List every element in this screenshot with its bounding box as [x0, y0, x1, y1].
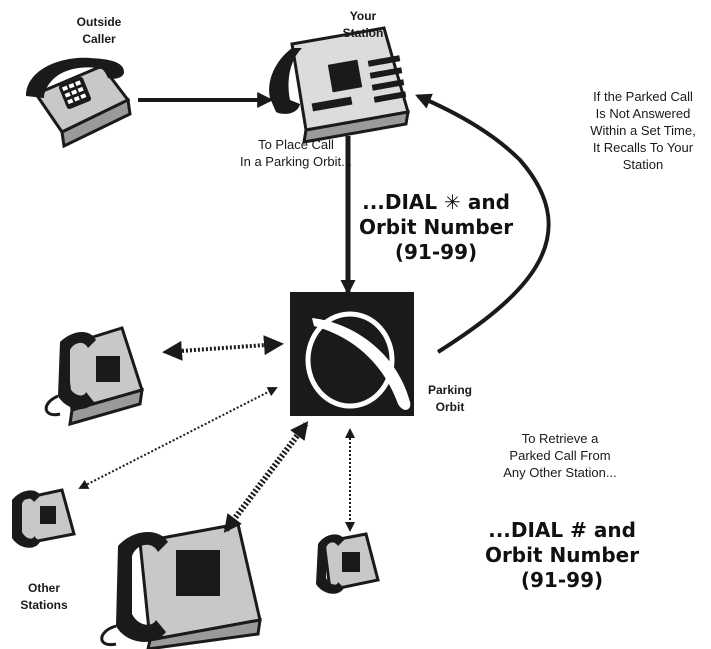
- recall-label: If the Parked Call Is Not Answered Withi…: [590, 89, 696, 172]
- desk-phone-icon: [100, 522, 262, 649]
- place-call-label: To Place Call In a Parking Orbit...: [240, 137, 352, 169]
- desk-phone-icon: [12, 488, 76, 548]
- feature-phone-icon: [269, 26, 410, 144]
- desk-phone-icon: [316, 532, 380, 594]
- dotted-arrow-left-station: [162, 335, 284, 361]
- other-stations-label: Other Stations: [20, 581, 68, 612]
- dial-star-callout: ...DIAL ✳ and Orbit Number (91-99): [358, 190, 514, 264]
- retrieve-label: To Retrieve a Parked Call From Any Other…: [503, 431, 617, 480]
- orbit-icon: [290, 292, 414, 416]
- dotted-arrow-large-station: [223, 421, 309, 533]
- outside-caller-label: Outside Caller: [76, 15, 122, 46]
- desk-phone-icon: [44, 326, 144, 427]
- desk-phone-icon: [26, 57, 132, 149]
- arrow-recall-curve: [415, 93, 551, 354]
- dial-hash-callout: ...DIAL # and Orbit Number (91-99): [484, 518, 640, 592]
- your-station-label: Your Station: [342, 9, 384, 40]
- dotted-arrow-far-station: [78, 387, 278, 489]
- parking-orbit-label: Parking Orbit: [427, 383, 472, 414]
